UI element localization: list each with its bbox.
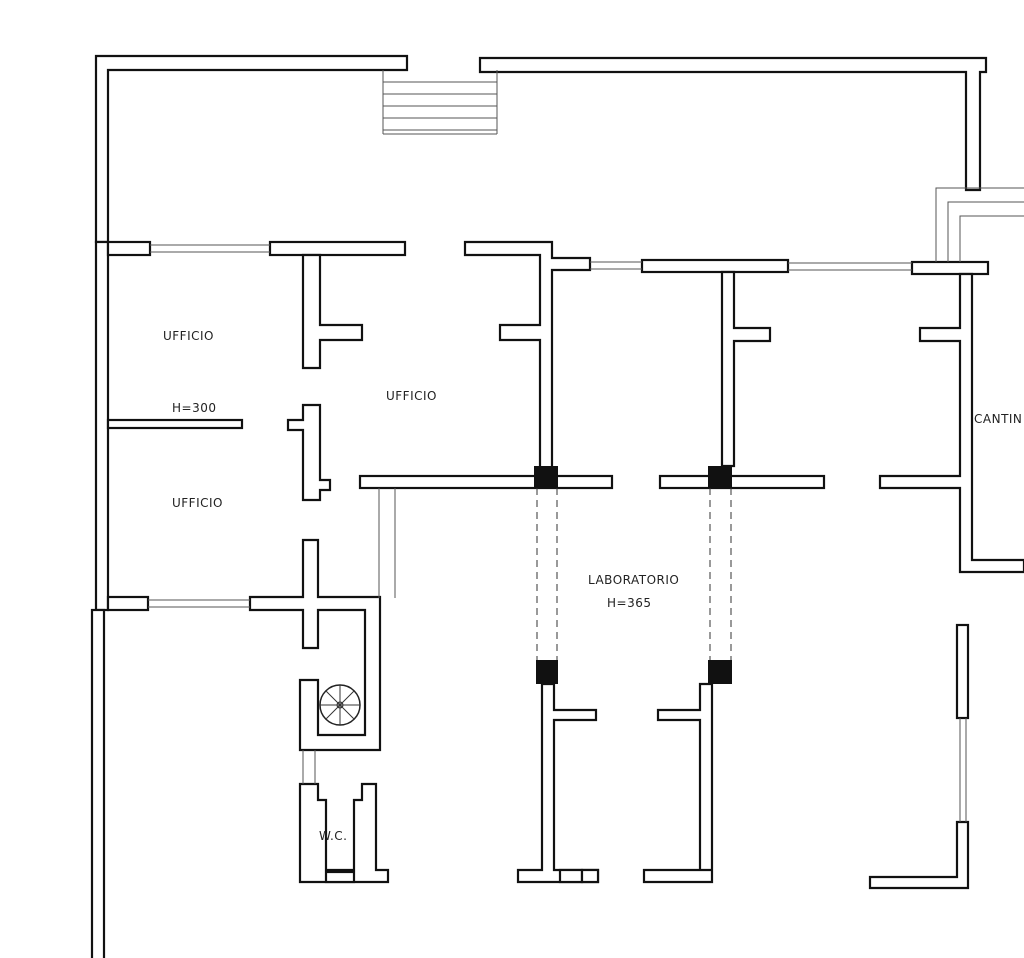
pillars bbox=[534, 466, 732, 684]
window bbox=[324, 870, 356, 884]
outer-wall-left-lower bbox=[90, 608, 106, 958]
wall bbox=[878, 272, 1024, 574]
wc-walls bbox=[298, 782, 390, 884]
height-label-laboratorio: H=365 bbox=[607, 596, 651, 610]
wall bbox=[642, 682, 714, 884]
room-label-ufficio-2: UFFICIO bbox=[386, 389, 437, 403]
outer-wall-left bbox=[94, 240, 110, 612]
wall bbox=[268, 240, 407, 257]
wall bbox=[106, 240, 152, 257]
pillar bbox=[534, 466, 558, 488]
windows bbox=[148, 244, 967, 884]
pillar bbox=[708, 466, 732, 488]
wall bbox=[301, 253, 364, 370]
wall bbox=[868, 820, 970, 890]
wall bbox=[658, 474, 826, 490]
wall bbox=[910, 260, 990, 276]
wall bbox=[580, 868, 600, 884]
ducts bbox=[935, 187, 1024, 262]
room-label-wc: W.C. bbox=[319, 829, 348, 843]
wall bbox=[463, 240, 592, 478]
wall bbox=[955, 623, 970, 720]
pillar bbox=[536, 660, 558, 684]
wall bbox=[248, 538, 382, 752]
wall bbox=[720, 270, 772, 468]
pillar bbox=[708, 660, 732, 684]
entrance-steps bbox=[382, 70, 498, 135]
wall bbox=[640, 258, 790, 274]
spiral-staircase bbox=[319, 684, 361, 726]
room-label-laboratorio: LABORATORIO bbox=[588, 573, 679, 587]
wall bbox=[516, 682, 600, 884]
wall bbox=[106, 595, 150, 612]
window bbox=[558, 868, 584, 884]
wall bbox=[286, 403, 332, 502]
beams bbox=[536, 488, 732, 660]
room-label-ufficio-1: UFFICIO bbox=[163, 329, 214, 343]
wall bbox=[358, 474, 614, 490]
room-label-cantina: CANTIN bbox=[974, 412, 1022, 426]
room-label-ufficio-3: UFFICIO bbox=[172, 496, 223, 510]
height-label-offices: H=300 bbox=[172, 401, 216, 415]
outer-wall-top-right bbox=[478, 56, 988, 192]
wall bbox=[106, 418, 244, 430]
walls bbox=[90, 54, 1024, 958]
outer-wall-top-left bbox=[94, 54, 409, 244]
